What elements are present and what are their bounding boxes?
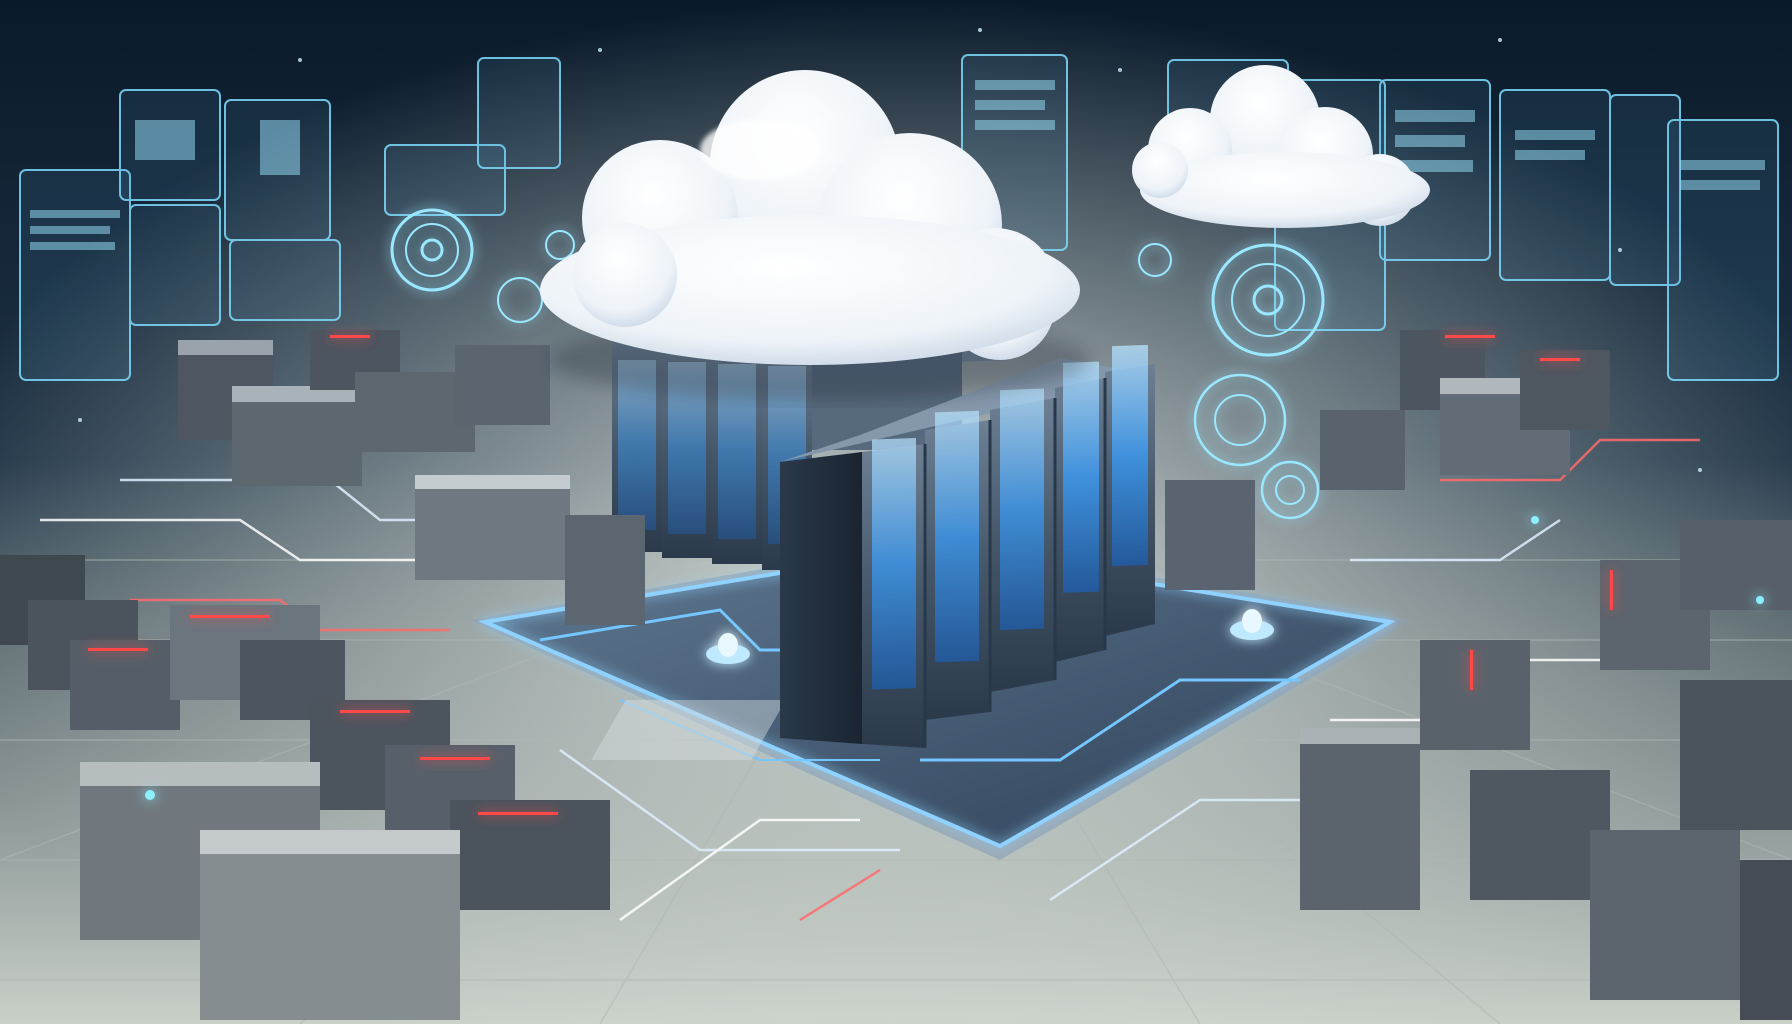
holo-panel bbox=[129, 204, 221, 326]
server-unit bbox=[1520, 350, 1610, 430]
server-unit bbox=[1590, 830, 1740, 1000]
server-racks-front bbox=[780, 344, 1155, 748]
main-cloud bbox=[540, 70, 1090, 400]
server-unit bbox=[1740, 860, 1792, 1020]
particles bbox=[78, 28, 1702, 472]
server-unit bbox=[70, 640, 180, 730]
hologram-rings bbox=[390, 208, 1325, 520]
glow-pucks bbox=[706, 609, 1274, 664]
holo-panel bbox=[477, 57, 561, 169]
server-unit bbox=[455, 345, 550, 425]
hologram-ring bbox=[1193, 373, 1287, 467]
server-unit bbox=[1300, 728, 1420, 910]
server-unit bbox=[415, 475, 570, 580]
server-rack bbox=[1055, 361, 1105, 662]
server-unit bbox=[1420, 640, 1530, 750]
holo-panel bbox=[384, 144, 506, 216]
server-unit bbox=[1470, 770, 1610, 900]
hologram-ring bbox=[1260, 460, 1320, 520]
peripheral-servers bbox=[0, 330, 1792, 1020]
holo-panel bbox=[1667, 119, 1779, 381]
server-rack bbox=[925, 410, 990, 720]
hologram-ring bbox=[390, 208, 474, 292]
red-indicators bbox=[88, 335, 1613, 815]
holo-panel bbox=[229, 239, 341, 321]
server-unit bbox=[1165, 480, 1255, 590]
holo-panel bbox=[1499, 89, 1611, 281]
server-unit bbox=[565, 515, 645, 625]
hologram-ring bbox=[1211, 243, 1325, 357]
holo-panel bbox=[19, 169, 131, 381]
server-unit bbox=[232, 386, 362, 486]
hologram-details bbox=[30, 80, 1765, 250]
server-unit bbox=[1680, 520, 1792, 610]
server-unit bbox=[200, 830, 460, 1020]
server-rack bbox=[990, 388, 1055, 692]
server-unit bbox=[1320, 410, 1405, 490]
server-unit bbox=[1680, 680, 1792, 830]
small-cloud bbox=[1132, 65, 1430, 228]
server-rack bbox=[780, 438, 925, 748]
cyan-indicators bbox=[145, 516, 1764, 800]
server-rack bbox=[1105, 344, 1155, 636]
server-unit bbox=[450, 800, 610, 910]
